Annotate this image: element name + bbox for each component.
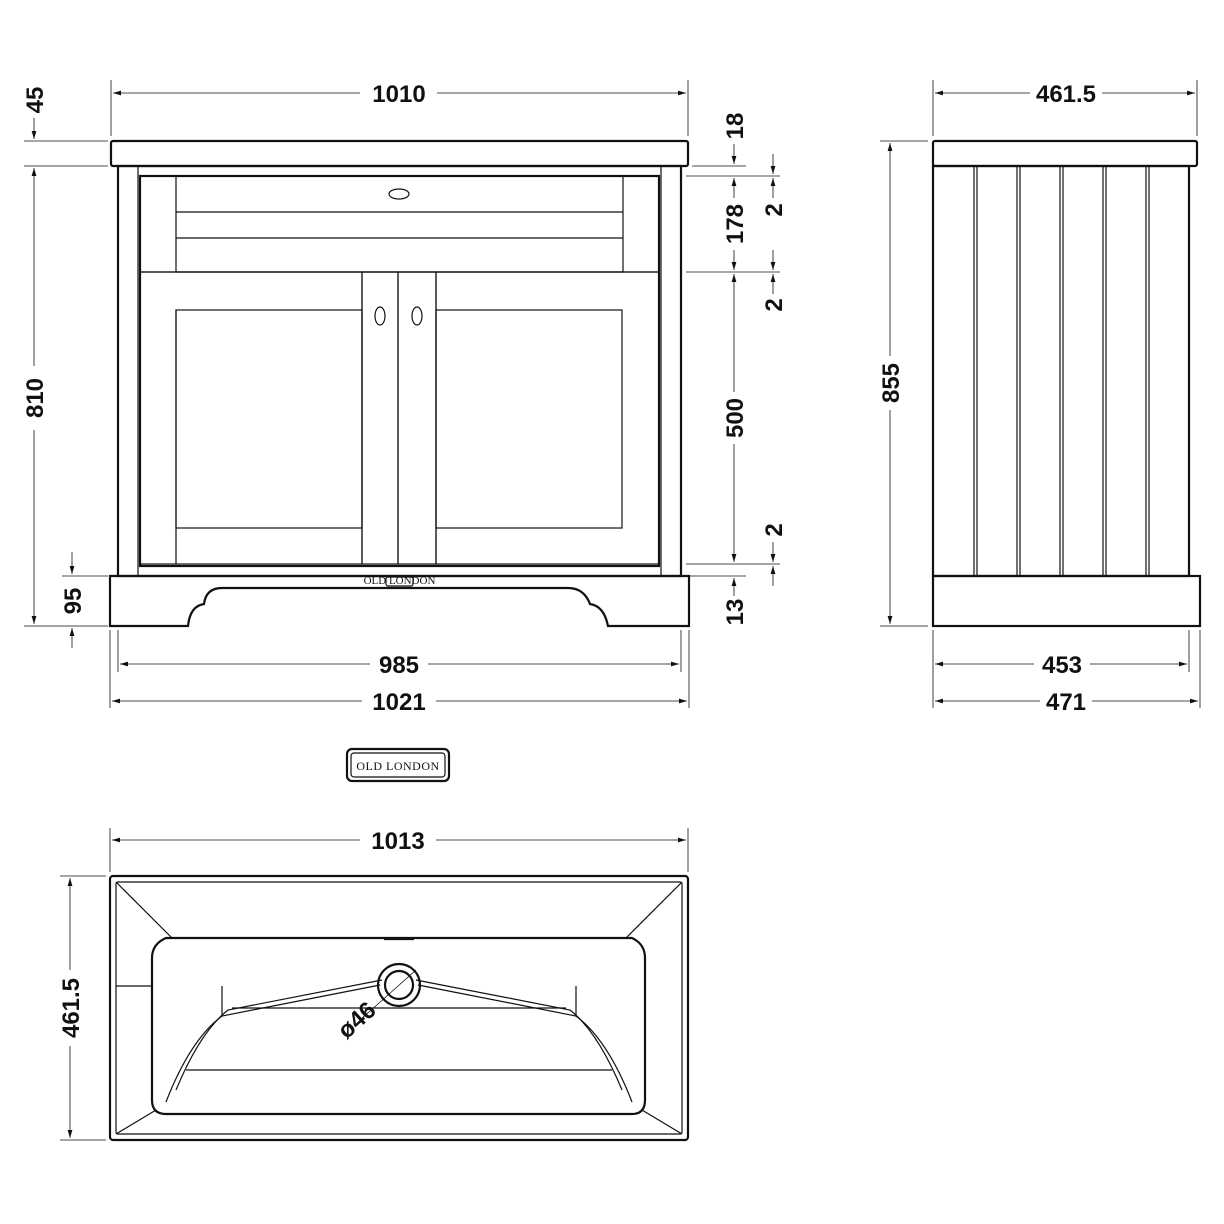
drawer-front [175, 175, 624, 273]
side-view [931, 139, 1202, 628]
dim-basin-width: 1013 [371, 828, 424, 855]
left-door-handle [374, 306, 386, 326]
plinth-badge [385, 576, 414, 587]
dim-side-height: 855 [878, 363, 905, 403]
logo-text: OLD LONDON [356, 759, 439, 773]
dim-basin-depth: 461.5 [58, 978, 85, 1038]
basin-outer-rim [108, 874, 690, 1142]
dim-500: 500 [722, 398, 749, 438]
side-plinth [931, 574, 1202, 628]
dim-side-overall-depth: 471 [1046, 689, 1086, 716]
dim-178: 178 [722, 204, 749, 244]
basin-waste [376, 962, 422, 1008]
dim-waste-diameter: ø46 [333, 997, 382, 1045]
dim-inner-width: 985 [379, 652, 419, 679]
front-dimensions: 1010 45 810 95 985 1021 [22, 80, 788, 716]
tap-hole [388, 188, 410, 200]
dim-gap-1: 2 [761, 203, 788, 216]
basin-dimensions: 1013 461.5 [58, 828, 689, 1141]
dim-side-inner-depth: 453 [1042, 652, 1082, 679]
dim-overall-width: 1021 [372, 689, 425, 716]
dim-18: 18 [722, 113, 749, 140]
side-panel-grooves [973, 166, 1150, 576]
front-view: OLD LONDON [108, 139, 691, 628]
plinth-badge-text: OLD LONDON [364, 575, 436, 587]
front-countertop [109, 139, 690, 168]
dim-gap-2: 2 [761, 298, 788, 311]
right-door-handle [411, 306, 423, 326]
old-london-logo: OLD LONDON [345, 747, 451, 783]
dim-gap-3: 2 [761, 523, 788, 536]
dim-13: 13 [722, 599, 749, 626]
side-cabinet-body [931, 164, 1191, 578]
front-plinth [108, 574, 691, 628]
dim-plinth-height: 95 [60, 588, 87, 615]
dim-top-width: 1010 [372, 81, 425, 108]
left-door [139, 271, 363, 565]
dim-cabinet-height: 810 [22, 378, 49, 418]
basin-plan-view: ø46 [108, 874, 690, 1142]
side-countertop [931, 139, 1199, 168]
side-dimensions: 461.5 855 453 471 [878, 80, 1201, 716]
dim-side-top-depth: 461.5 [1036, 81, 1096, 108]
dim-top-height: 45 [22, 87, 49, 114]
basin-bowl [150, 936, 647, 1116]
front-cabinet-body [116, 164, 683, 578]
right-door [435, 271, 660, 565]
